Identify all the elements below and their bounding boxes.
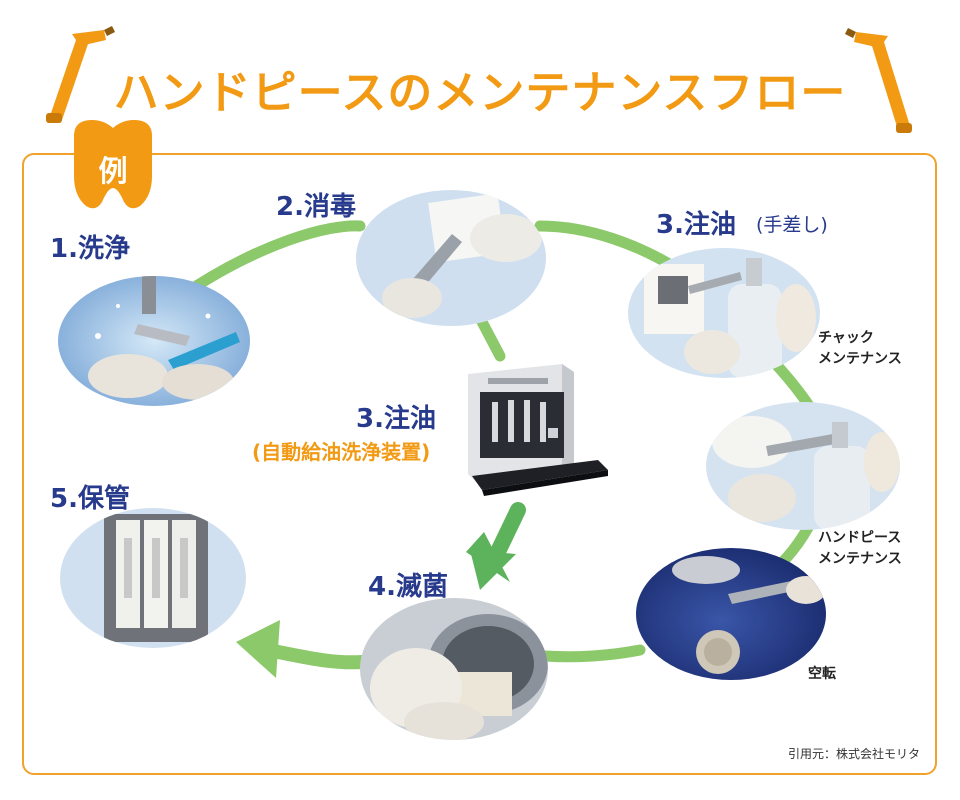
wash-photo <box>58 276 250 406</box>
flow-track <box>172 220 824 663</box>
chuck-caption-line1: チャック <box>818 330 874 346</box>
step-manual-oil-note: (手差し) <box>756 214 828 236</box>
step-wash-label: 1.洗浄 <box>50 234 130 264</box>
chuck-caption-line2: メンテナンス <box>818 351 902 367</box>
disinfect-to-device-track <box>474 312 506 362</box>
step-device-oil-label: 3.注油 <box>356 404 436 434</box>
step-disinfect-label: 2.消毒 <box>276 192 356 222</box>
disinfect-photo <box>356 190 546 326</box>
manual-oil-photo <box>628 248 820 378</box>
step-storage-label: 5.保管 <box>50 484 130 514</box>
step-device-oil-note: (自動給油洗浄装置) <box>252 440 431 464</box>
auto-oiling-device-illustration <box>462 364 610 496</box>
handpiece-caption-line1: ハンドピース <box>818 530 902 546</box>
tooth-badge-icon <box>74 120 152 209</box>
title-decoration <box>46 26 912 133</box>
device-to-sterilize-arrow <box>466 502 526 590</box>
handpiece-right-icon <box>845 28 912 133</box>
idle-spin-photo <box>636 548 826 680</box>
step-sterilize-label: 4.滅菌 <box>368 572 448 602</box>
handpiece-left-icon <box>46 26 115 123</box>
sterilize-photo <box>360 598 548 740</box>
handpiece-maintenance-caption: ハンドピース メンテナンス <box>818 528 902 570</box>
source-credit: 引用元：株式会社モリタ <box>787 747 920 761</box>
sterilize-to-storage-arrow <box>236 620 369 678</box>
handpiece-maintenance-photo <box>706 402 900 530</box>
example-badge: 例 <box>98 154 128 188</box>
page-title: ハンドピースのメンテナンスフロー <box>113 66 847 119</box>
step-manual-oil-label: 3.注油 <box>656 210 736 240</box>
handpiece-caption-line2: メンテナンス <box>818 551 902 567</box>
storage-photo <box>60 508 246 648</box>
chuck-maintenance-caption: チャック メンテナンス <box>818 328 902 370</box>
idle-spin-caption: 空転 <box>808 666 836 682</box>
